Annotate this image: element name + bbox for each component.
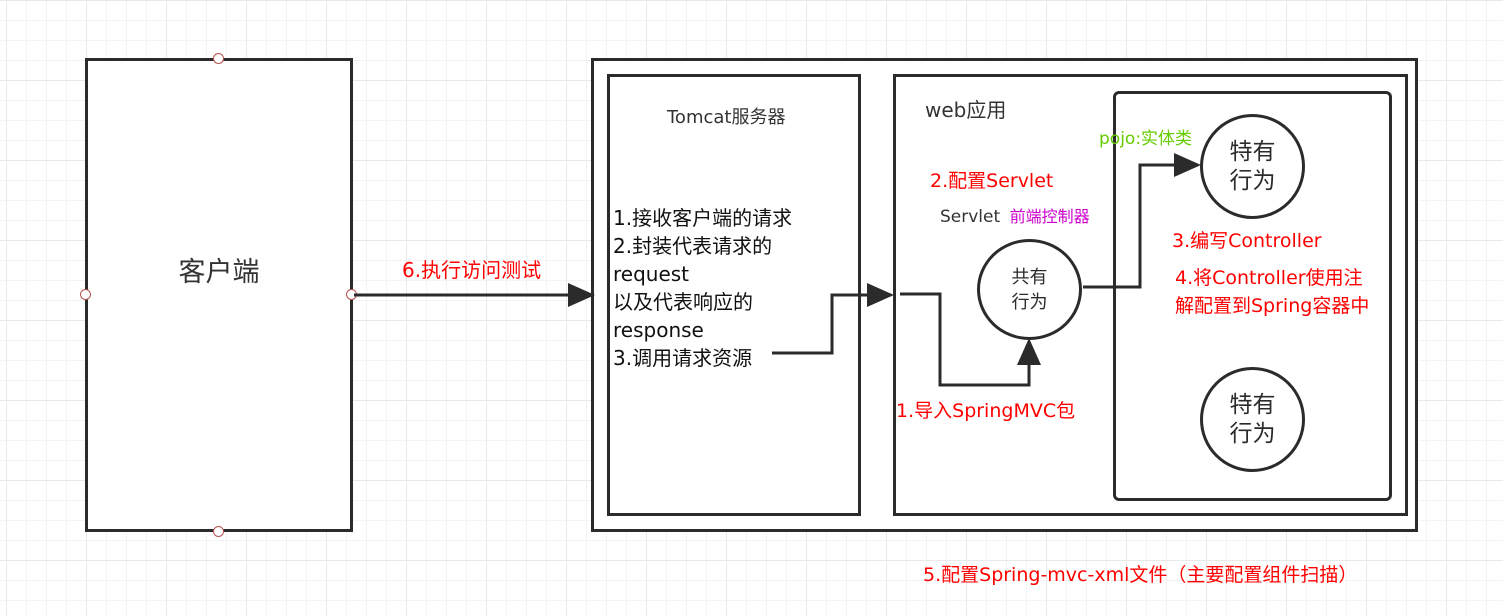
tomcat-line: 1.接收客户端的请求 xyxy=(613,206,793,230)
annotation-pojo: pojo:实体类 xyxy=(1099,129,1193,149)
client-handle-bottom[interactable] xyxy=(213,526,224,537)
tomcat-title: Tomcat服务器 xyxy=(667,107,786,128)
client-handle-top[interactable] xyxy=(213,53,224,64)
special-behavior-circle-bottom[interactable]: 特有 行为 xyxy=(1200,367,1305,472)
servlet-name: Servlet xyxy=(940,207,1001,227)
shared-label: 行为 xyxy=(1011,291,1048,313)
annotation-config-servlet: 2.配置Servlet xyxy=(930,170,1054,192)
shared-behavior-circle[interactable]: 共有 行为 xyxy=(977,239,1082,340)
servlet-label: Servlet 前端控制器 xyxy=(940,203,1090,227)
client-handle-left[interactable] xyxy=(80,289,91,300)
shared-to-special-arrow xyxy=(1083,153,1201,289)
annotation-execute-test: 6.执行访问测试 xyxy=(402,258,542,282)
tomcat-line: request xyxy=(613,262,690,286)
client-box[interactable] xyxy=(85,58,353,532)
tomcat-line: 以及代表响应的 xyxy=(613,290,753,314)
annotation-controller-config-line2: 解配置到Spring容器中 xyxy=(1175,295,1370,317)
special-label: 特有 xyxy=(1229,138,1276,165)
tomcat-description: 1.接收客户端的请求 2.封装代表请求的 request 以及代表响应的 res… xyxy=(613,204,792,372)
annotation-config-xml: 5.配置Spring-mvc-xml文件（主要配置组件扫描） xyxy=(923,564,1358,586)
tomcat-line: 3.调用请求资源 xyxy=(613,346,753,370)
special-behavior-circle-top[interactable]: 特有 行为 xyxy=(1200,114,1305,219)
special-label: 行为 xyxy=(1229,420,1276,447)
shared-label: 共有 xyxy=(1011,266,1048,288)
tomcat-line: response xyxy=(613,318,704,342)
client-label: 客户端 xyxy=(178,257,260,288)
servlet-desc: 前端控制器 xyxy=(1009,207,1090,226)
special-label: 特有 xyxy=(1229,391,1276,418)
annotation-controller-config-line1: 4.将Controller使用注 xyxy=(1175,267,1363,289)
special-label: 行为 xyxy=(1229,167,1276,194)
annotation-import-package: 1.导入SpringMVC包 xyxy=(896,400,1076,422)
springmvc-to-shared-arrow xyxy=(900,292,1041,387)
annotation-write-controller: 3.编写Controller xyxy=(1172,230,1322,252)
tomcat-line: 2.封装代表请求的 xyxy=(613,234,773,258)
webapp-title: web应用 xyxy=(925,98,1007,122)
tomcat-to-webapp-arrow xyxy=(772,283,894,355)
